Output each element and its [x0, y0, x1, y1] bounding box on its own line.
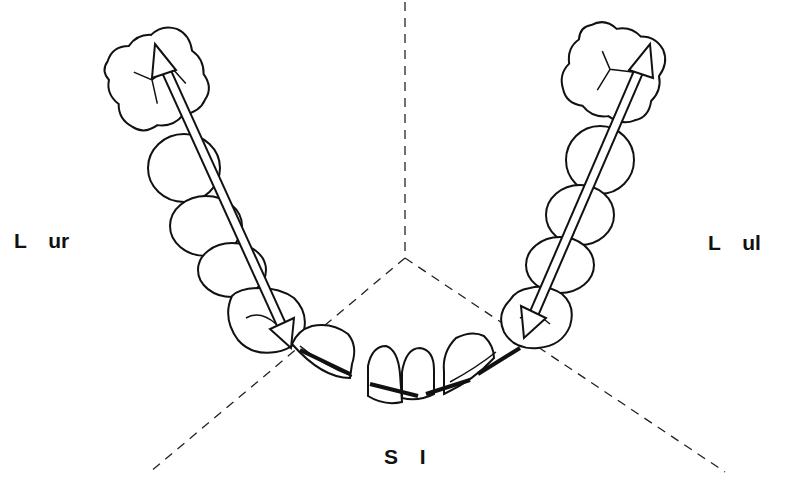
- length-arrows: [152, 44, 653, 348]
- sector-label: S I: [384, 446, 426, 467]
- segment-arrows: [300, 348, 520, 396]
- teeth: [95, 12, 676, 404]
- sector-label: L ur: [14, 230, 69, 251]
- sector-lines: [150, 2, 725, 472]
- sector-label: L ul: [708, 232, 761, 253]
